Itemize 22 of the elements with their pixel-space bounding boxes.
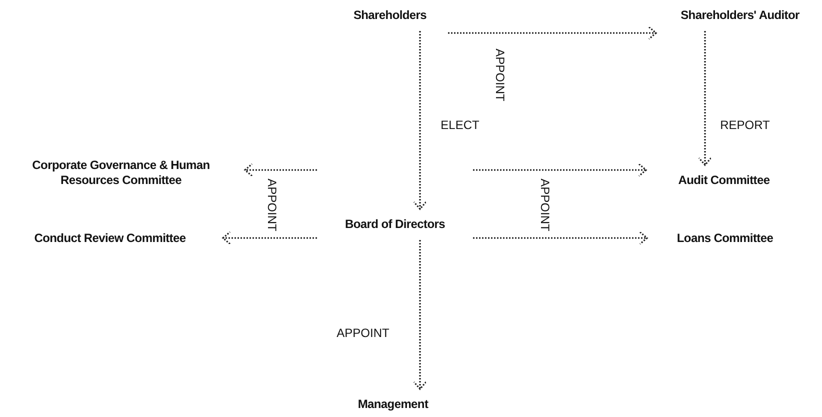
node-label: Conduct Review Committee [5,231,215,246]
dotted-arrow [448,26,657,40]
edge-label: APPOINT [336,326,390,340]
node-label: Board of Directors [325,217,465,232]
relation-note: APPOINT [265,178,279,232]
dotted-arrow [473,163,647,177]
dotted-arrow [222,231,317,245]
node-label: Corporate Governance & Human Resources Committee [5,158,237,188]
dotted-arrow [244,163,317,177]
node-label: Loans Committee [655,231,795,246]
relation-note: APPOINT [538,178,552,232]
node-label: Shareholders' Auditor [664,8,816,23]
edge-label: REPORT [720,118,770,132]
dotted-arrow [473,231,648,245]
edge-label: ELECT [440,118,480,132]
node-label: Management [340,397,446,412]
node-label: Audit Committee [654,173,794,188]
node-label: Shareholders [340,8,440,23]
dotted-arrow [413,31,427,210]
dotted-arrow [698,31,712,166]
dotted-arrow [413,240,427,390]
edge-label: APPOINT [493,48,507,102]
